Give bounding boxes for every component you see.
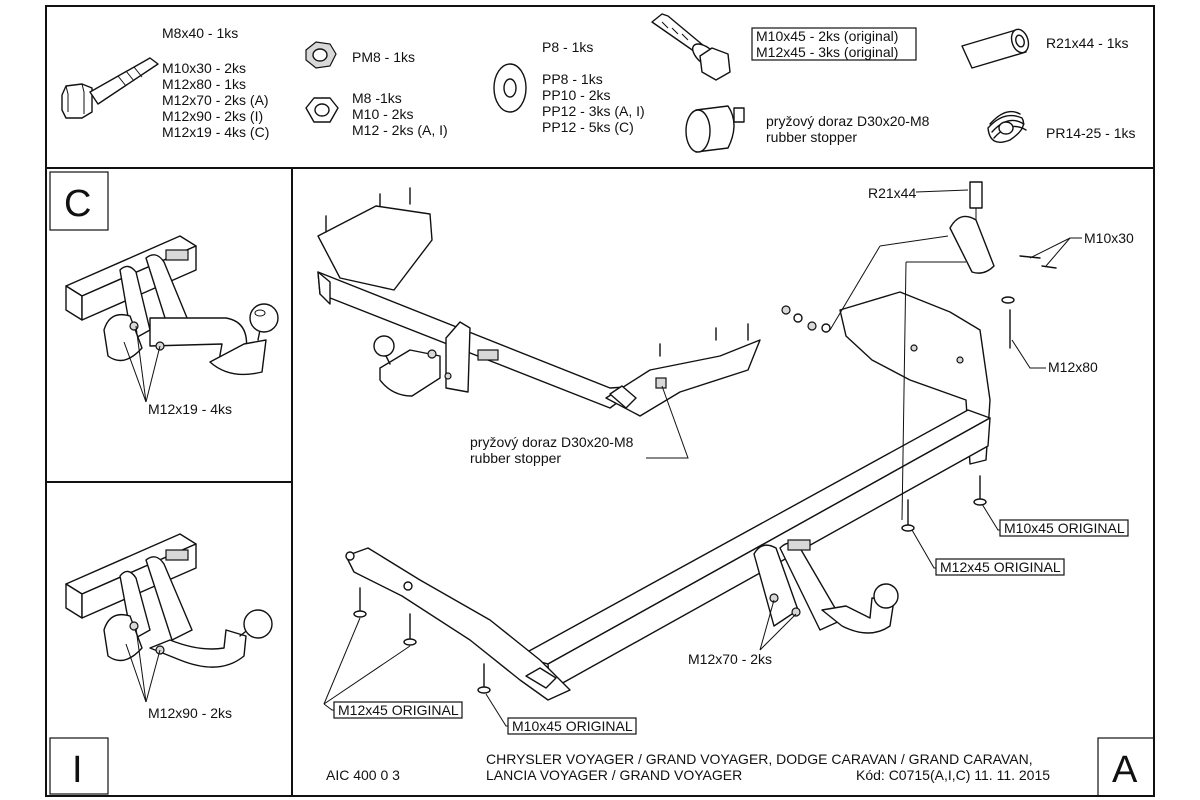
panel-a-letter: A <box>1112 749 1138 791</box>
drawing-code: Kód: C0715(A,I,C) 11. 11. 2015 <box>856 767 1050 783</box>
m12x45-left-callout: M12x45 ORIGINAL <box>338 702 459 718</box>
pr14-label: PR14-25 - 1ks <box>1046 125 1135 141</box>
m8-nut-label: M8 -1ks <box>352 90 402 106</box>
panel-c-letter-box <box>49 171 109 231</box>
m12x45-left-box <box>333 701 463 719</box>
main-crossbar-drawing <box>345 409 991 701</box>
panel-c-letter: C <box>64 183 91 225</box>
p8-label: P8 - 1ks <box>542 39 593 55</box>
m12x45-original-label: M12x45 - 3ks (original) <box>756 44 898 60</box>
right-bracket-drawing <box>781 181 1057 465</box>
r21x44-label: R21x44 - 1ks <box>1046 35 1128 51</box>
bolt-spec-3: M12x80 - 1ks <box>162 76 246 92</box>
bolt-spec-4: M12x70 - 2ks (A) <box>162 92 269 108</box>
m10x45-right-box <box>999 519 1129 537</box>
bolt-spec-5: M12x90 - 2ks (I) <box>162 108 263 124</box>
pm8-label: PM8 - 1ks <box>352 49 415 65</box>
stopper-label-en: rubber stopper <box>766 129 857 145</box>
pp8-label: PP8 - 1ks <box>542 71 603 87</box>
mounting-bolts-drawing <box>353 475 987 694</box>
m10-nut-label: M10 - 2ks <box>352 106 413 122</box>
upper-stopper-label-en: rubber stopper <box>470 450 561 466</box>
spring-washer-icon <box>987 110 1027 143</box>
m10x45-original-label: M10x45 - 2ks (original) <box>756 28 898 44</box>
panel-i-callout: M12x90 - 2ks <box>148 705 232 721</box>
washer-icon <box>493 63 527 113</box>
title-block: AIC 400 0 3 CHRYSLER VOYAGER / GRAND VOY… <box>326 751 1050 783</box>
bolt-spec-1: M8x40 - 1ks <box>162 25 238 41</box>
vehicles-line-1: CHRYSLER VOYAGER / GRAND VOYAGER, DODGE … <box>486 751 1033 767</box>
hex-nut-icon <box>305 97 339 123</box>
m10x30-callout: M10x30 <box>1084 230 1134 246</box>
panel-c: C M12x19 - 4ks <box>49 171 279 417</box>
panel-c-callout: M12x19 - 4ks <box>148 401 232 417</box>
pp10-label: PP10 - 2ks <box>542 87 610 103</box>
bolt-spec-6: M12x19 - 4ks (C) <box>162 124 269 140</box>
m12x80-callout: M12x80 <box>1048 359 1098 375</box>
stopper-label-cz: pryžový doraz D30x20-M8 <box>766 113 930 129</box>
panel-c-hitch-drawing <box>65 235 279 403</box>
flange-bolt-icon <box>651 13 731 81</box>
m12x45-right-box <box>935 558 1065 576</box>
vehicles-line-2: LANCIA VOYAGER / GRAND VOYAGER <box>486 767 742 783</box>
upper-stopper-label-cz: pryžový doraz D30x20-M8 <box>470 434 634 450</box>
m10x45-right-callout: M10x45 ORIGINAL <box>1004 520 1125 536</box>
upper-towbar-drawing <box>317 187 761 417</box>
original-bolts-box <box>751 27 917 61</box>
panel-i-letter-box <box>49 737 109 795</box>
pp12-b-label: PP12 - 5ks (C) <box>542 119 634 135</box>
pp12-a-label: PP12 - 3ks (A, I) <box>542 103 645 119</box>
spacer-tube-icon <box>961 28 1030 69</box>
panel-a-letter-box <box>1097 737 1155 797</box>
bolt-icon <box>61 57 159 119</box>
bolt-spec-2: M10x30 - 2ks <box>162 60 246 76</box>
m10x45-left-box <box>507 717 637 735</box>
parts-list: M8x40 - 1ks M10x30 - 2ks M12x80 - 1ks M1… <box>61 13 1135 153</box>
panel-i: I M12x90 - 2ks <box>49 533 273 795</box>
drawing-number: AIC 400 0 3 <box>326 767 400 783</box>
m12-nut-label: M12 - 2ks (A, I) <box>352 122 448 138</box>
rubber-stopper-icon <box>685 105 745 153</box>
m12x45-right-callout: M12x45 ORIGINAL <box>940 559 1061 575</box>
m10x45-left-callout: M10x45 ORIGINAL <box>512 718 633 734</box>
r21x44-callout: R21x44 <box>868 185 916 201</box>
drawing-frame <box>45 5 1155 797</box>
leader-lines <box>323 189 1082 727</box>
locknut-icon <box>305 41 337 69</box>
panel-i-hitch-drawing <box>65 533 273 703</box>
panel-i-letter: I <box>72 749 83 791</box>
main-assembly: pryžový doraz D30x20-M8 rubber stopper <box>317 181 1155 797</box>
m12x70-callout: M12x70 - 2ks <box>688 651 772 667</box>
